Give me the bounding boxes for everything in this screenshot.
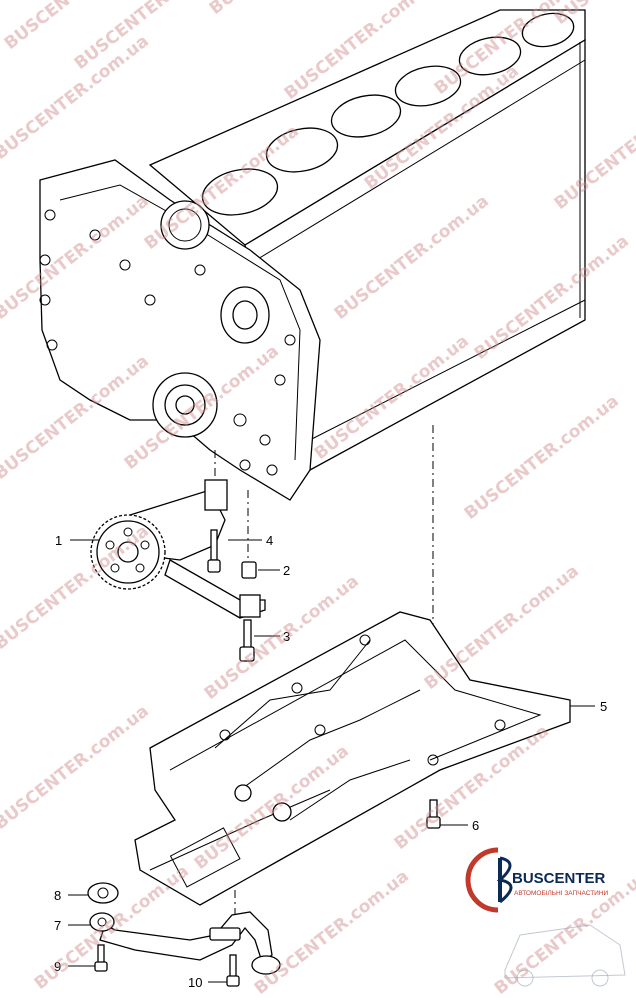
watermark-text: BUSCENTER.com.ua <box>0 31 153 164</box>
watermark-text: BUSCENTER.com.ua <box>0 701 153 834</box>
bolt-4 <box>207 529 221 573</box>
oil-baffle-plate <box>134 611 571 906</box>
oil-pump <box>90 479 266 619</box>
bolt-10 <box>226 954 240 987</box>
callout-9: 9 <box>54 959 61 974</box>
callout-1: 1 <box>55 533 62 548</box>
watermark-text: BUSCENTER.com.ua <box>551 0 636 29</box>
callout-6: 6 <box>472 818 479 833</box>
leader-lines <box>68 539 595 983</box>
callout-2: 2 <box>283 563 290 578</box>
watermark-text: BUSCENTER.com.ua <box>206 0 368 19</box>
callout-5: 5 <box>600 699 607 714</box>
callout-4: 4 <box>266 533 273 548</box>
bolt-3 <box>239 619 255 662</box>
callout-labels: 1 2 3 4 5 6 7 8 9 10 <box>54 533 607 990</box>
watermark-text: BUSCENTER.com.ua <box>461 391 623 524</box>
gasket-8 <box>87 882 119 904</box>
callout-8: 8 <box>54 888 61 903</box>
oil-pickup-tube <box>99 911 281 975</box>
engine-block <box>39 9 586 501</box>
gasket-7 <box>89 912 115 932</box>
logo-tagline: АВТОМОБІЛЬНІ ЗАПЧАСТИНИ <box>514 890 609 897</box>
callout-3: 3 <box>283 629 290 644</box>
bolt-6 <box>426 799 441 829</box>
watermark-text: BUSCENTER.com.ua <box>251 866 413 999</box>
callout-10: 10 <box>188 975 202 990</box>
callout-7: 7 <box>54 918 61 933</box>
van-silhouette-icon <box>504 924 626 979</box>
sleeve-2 <box>241 561 257 579</box>
watermark-text: BUSCENTER.com.ua <box>421 561 583 694</box>
logo-brand: BUSCENTER <box>512 870 606 887</box>
buscenter-logo: BUSCENTER АВТОМОБІЛЬНІ ЗАПЧАСТИНИ <box>465 847 626 987</box>
watermark-text: BUSCENTER.com.ua <box>71 0 233 74</box>
logo-c-icon <box>465 847 499 913</box>
